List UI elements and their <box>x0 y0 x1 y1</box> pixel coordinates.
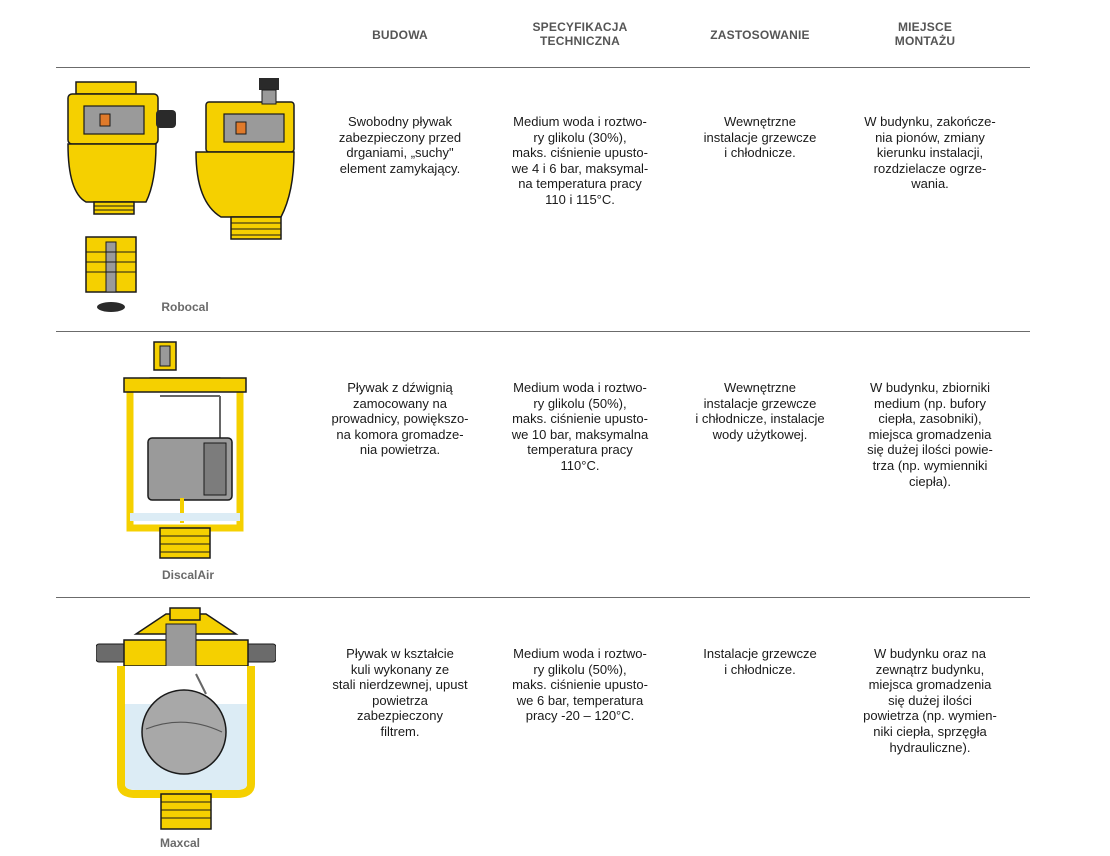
cell-miejsce-montazu: W budynku oraz na zewnątrz budynku, miej… <box>863 646 997 755</box>
row-divider-2 <box>56 597 1030 598</box>
maxcal-illustration <box>96 607 276 830</box>
header-specyfikacja: SPECYFIKACJA TECHNICZNA <box>532 20 628 48</box>
cell-zastosowanie: Wewnętrzne instalacje grzewcze i chłodni… <box>703 114 817 161</box>
cell-budowa: Pływak w kształcie kuli wykonany ze stal… <box>332 646 468 739</box>
robocal-illustration <box>67 78 295 312</box>
cell-miejsce-montazu: W budynku, zbiorniki medium (np. bufory … <box>867 380 993 489</box>
cell-specyfikacja: Medium woda i roztwo- ry glikolu (50%), … <box>512 646 648 724</box>
cell-specyfikacja: Medium woda i roztwo- ry glikolu (30%), … <box>511 114 649 207</box>
header-miejsce-montazu: MIEJSCE MONTAŻU <box>894 20 956 48</box>
cell-budowa: Swobodny pływak zabezpieczony przed drga… <box>338 114 462 176</box>
discalair-illustration <box>123 341 247 559</box>
header-divider <box>56 67 1030 68</box>
product-name: Robocal <box>161 300 209 314</box>
product-name: DiscalAir <box>161 568 215 582</box>
header-zastosowanie: ZASTOSOWANIE <box>710 28 810 42</box>
row-divider-1 <box>56 331 1030 332</box>
cell-budowa: Pływak z dźwignią zamocowany na prowadni… <box>331 380 469 458</box>
cell-zastosowanie: Instalacje grzewcze i chłodnicze. <box>703 646 817 677</box>
cell-zastosowanie: Wewnętrzne instalacje grzewcze i chłodni… <box>695 380 825 442</box>
header-budowa: BUDOWA <box>372 28 428 42</box>
product-name: Maxcal <box>159 836 201 850</box>
cell-specyfikacja: Medium woda i roztwo- ry glikolu (50%), … <box>511 380 649 473</box>
cell-miejsce-montazu: W budynku, zakończe- nia pionów, zmiany … <box>864 114 996 192</box>
